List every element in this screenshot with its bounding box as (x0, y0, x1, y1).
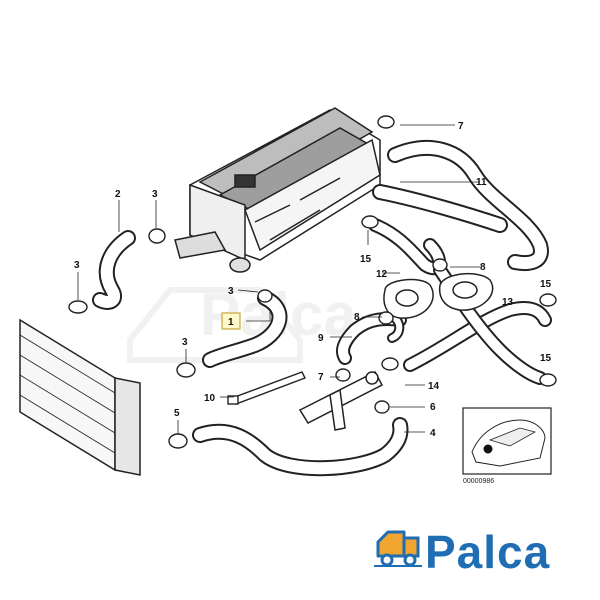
brand-name: Palca (425, 526, 550, 578)
label-11: 11 (476, 177, 487, 188)
clamp (168, 433, 188, 449)
part-labels: 1 2 3 3 3 3 4 5 6 7 7 8 8 9 10 11 12 13 … (74, 121, 552, 439)
label-7b: 7 (318, 372, 324, 383)
clamp (335, 368, 351, 382)
clamp (148, 228, 166, 244)
clamp (374, 400, 390, 414)
clamp (539, 293, 557, 307)
truck-icon (374, 530, 422, 567)
label-3c: 3 (228, 286, 234, 297)
clamp (68, 300, 88, 314)
clamp (539, 373, 557, 387)
label-2: 2 (115, 189, 121, 200)
label-5: 5 (174, 408, 180, 419)
clamps (68, 115, 557, 449)
label-15a: 15 (360, 254, 372, 265)
clamp (378, 311, 394, 325)
label-7a: 7 (458, 121, 464, 132)
label-15c: 15 (540, 353, 552, 364)
inset-code: 00000986 (463, 478, 494, 485)
label-12: 12 (376, 269, 388, 280)
clamp (176, 362, 196, 378)
clamp (361, 215, 379, 229)
cable-tie (227, 371, 306, 405)
label-8b: 8 (354, 312, 360, 323)
label-3a: 3 (152, 189, 158, 200)
clamp (432, 258, 448, 272)
clamp (377, 115, 395, 129)
label-13: 13 (502, 297, 514, 308)
label-8a: 8 (480, 262, 486, 273)
label-1: 1 (228, 317, 234, 328)
label-4: 4 (430, 428, 436, 439)
radiator (19, 318, 141, 476)
car-locator-inset: 00000986 (462, 407, 552, 485)
label-6: 6 (430, 402, 436, 413)
label-15b: 15 (540, 279, 552, 290)
clamp (257, 289, 273, 303)
label-3d: 3 (182, 337, 188, 348)
palca-logo: Palca (374, 526, 550, 578)
engine-block (174, 107, 381, 273)
thermostat-housing (383, 273, 494, 319)
clamp (381, 357, 399, 371)
label-14: 14 (428, 381, 440, 392)
label-3b: 3 (74, 260, 80, 271)
leader-lines (77, 124, 480, 434)
location-marker (483, 444, 493, 454)
highlight-box (221, 312, 241, 330)
label-9: 9 (318, 333, 324, 344)
distribution-pipe (298, 371, 384, 431)
label-10: 10 (204, 393, 216, 404)
